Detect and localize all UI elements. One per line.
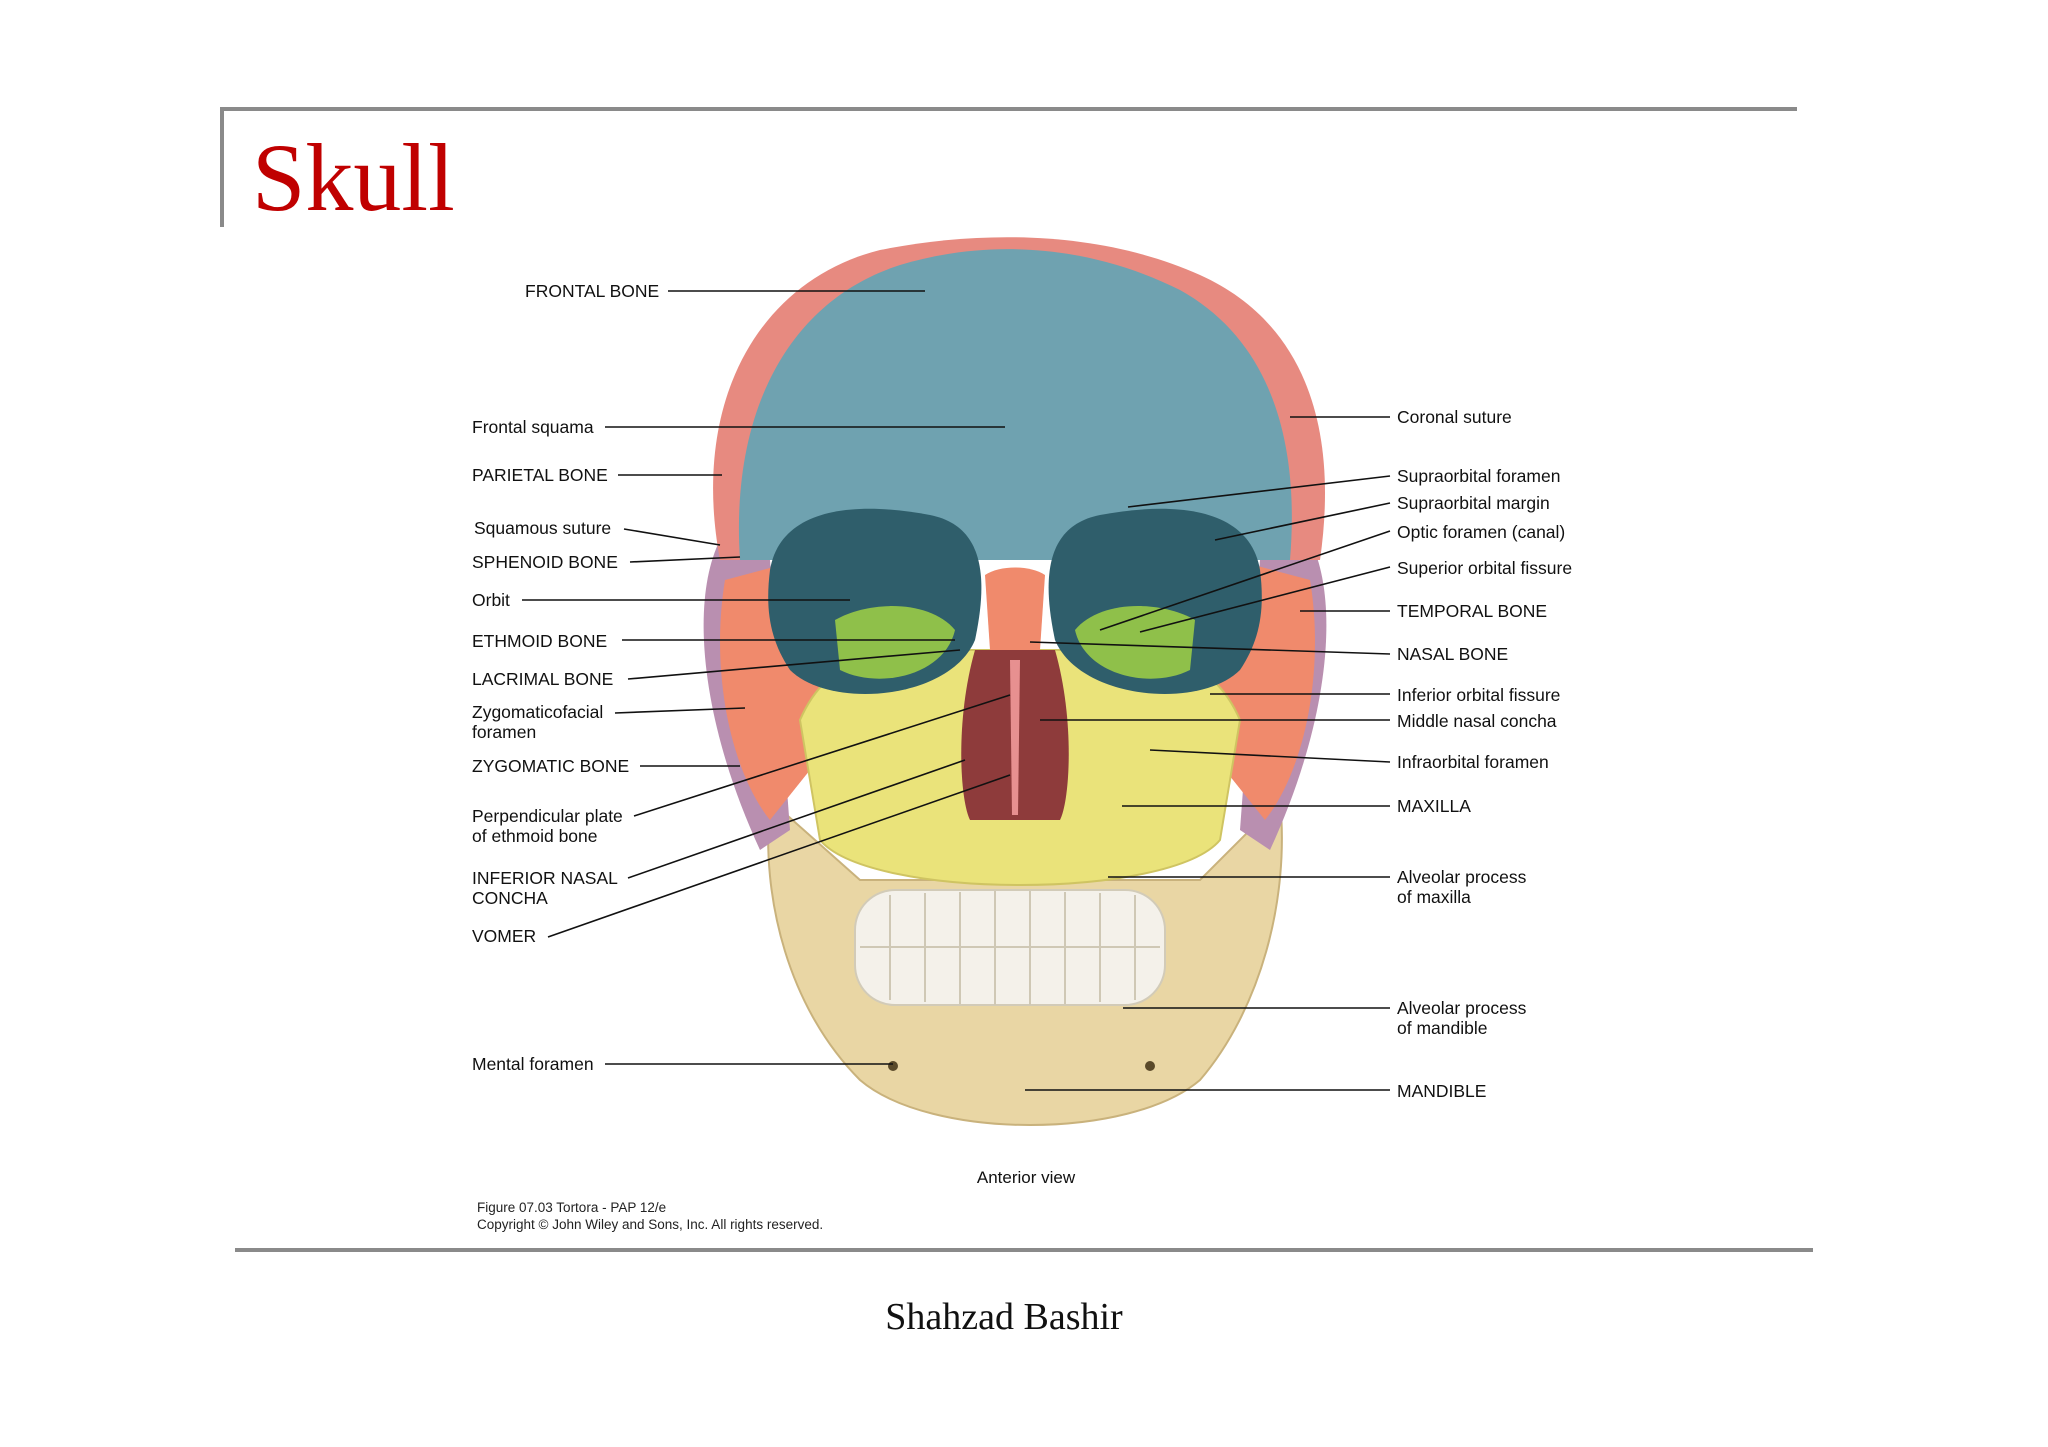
label-middle-nasal-concha: Middle nasal concha [1397,711,1557,731]
leader-line-squamous-suture [623,528,721,546]
label-optic-foramen: Optic foramen (canal) [1397,522,1566,542]
label-nasal-bone: NASAL BONE [1397,644,1509,664]
leader-line-supraorbital-margin [1214,502,1391,541]
leader-line-vomer [547,774,1011,938]
leader-line-optic-foramen [1099,530,1391,631]
mental-foramen-right [1145,1061,1155,1071]
label-alveolar-process-mandible: Alveolar process of mandible [1397,998,1527,1038]
label-mandible: MANDIBLE [1397,1081,1487,1101]
figure-credit: Figure 07.03 Tortora - PAP 12/e [477,1200,667,1215]
label-ethmoid-bone: ETHMOID BONE [472,631,608,651]
label-zygomatic-bone: ZYGOMATIC BONE [472,756,630,776]
leader-line-infraorbital-foramen [1149,749,1391,763]
label-orbit: Orbit [472,590,510,610]
label-inferior-nasal-concha: INFERIOR NASAL CONCHA [472,868,618,908]
view-caption: Anterior view [976,1168,1076,1187]
frontal-shape [738,249,1292,560]
label-frontal-squama: Frontal squama [472,417,594,437]
label-supraorbital-foramen: Supraorbital foramen [1397,466,1561,486]
label-vomer: VOMER [472,926,537,946]
label-infraorbital-foramen: Infraorbital foramen [1397,752,1549,772]
leader-line-inferior-nasal-concha [627,759,966,879]
label-perpendicular-plate: Perpendicular plate of ethmoid bone [472,806,623,846]
slide-frame-left-rule [220,107,224,227]
slide-title: Skull [252,124,455,231]
leader-line-superior-orbital-fissure [1139,566,1391,633]
label-temporal-bone: TEMPORAL BONE [1397,601,1548,621]
label-maxilla: MAXILLA [1397,796,1471,816]
author-name: Shahzad Bashir [885,1296,1123,1338]
slide-frame-bottom-rule [235,1248,1813,1252]
nasal-septum [1010,660,1020,815]
skull-drawing [703,237,1327,1126]
sphenoid-orbit-left [835,606,955,679]
label-mental-foramen: Mental foramen [472,1054,594,1074]
label-squamous-suture: Squamous suture [474,518,612,538]
leader-line-perpendicular-plate [633,694,1011,817]
label-supraorbital-margin: Supraorbital margin [1397,493,1550,513]
label-superior-orbital-fissure: Superior orbital fissure [1397,558,1573,578]
label-lacrimal-bone: LACRIMAL BONE [472,669,614,689]
leader-line-zygomaticofacial-foramen [614,707,746,714]
label-frontal-bone: FRONTAL BONE [525,281,660,301]
label-alveolar-process-maxilla: Alveolar process of maxilla [1397,867,1527,907]
leader-line-supraorbital-foramen [1127,475,1391,508]
sphenoid-orbit-right [1075,606,1195,679]
label-sphenoid-bone: SPHENOID BONE [472,552,618,572]
copyright-credit: Copyright © John Wiley and Sons, Inc. Al… [477,1217,824,1232]
label-zygomaticofacial-foramen: Zygomaticofacial foramen [472,702,604,742]
slide-frame-top-rule [220,107,1797,111]
leader-line-lacrimal-bone [627,649,961,680]
nasal-bone-shape [985,567,1045,650]
leader-lines [522,290,1391,1091]
mental-foramen-left [888,1061,898,1071]
label-inferior-orbital-fissure: Inferior orbital fissure [1397,685,1561,705]
leader-line-nasal-bone [1029,641,1391,655]
leader-line-sphenoid-bone [629,556,741,563]
label-coronal-suture: Coronal suture [1397,407,1512,427]
label-parietal-bone: PARIETAL BONE [472,465,608,485]
